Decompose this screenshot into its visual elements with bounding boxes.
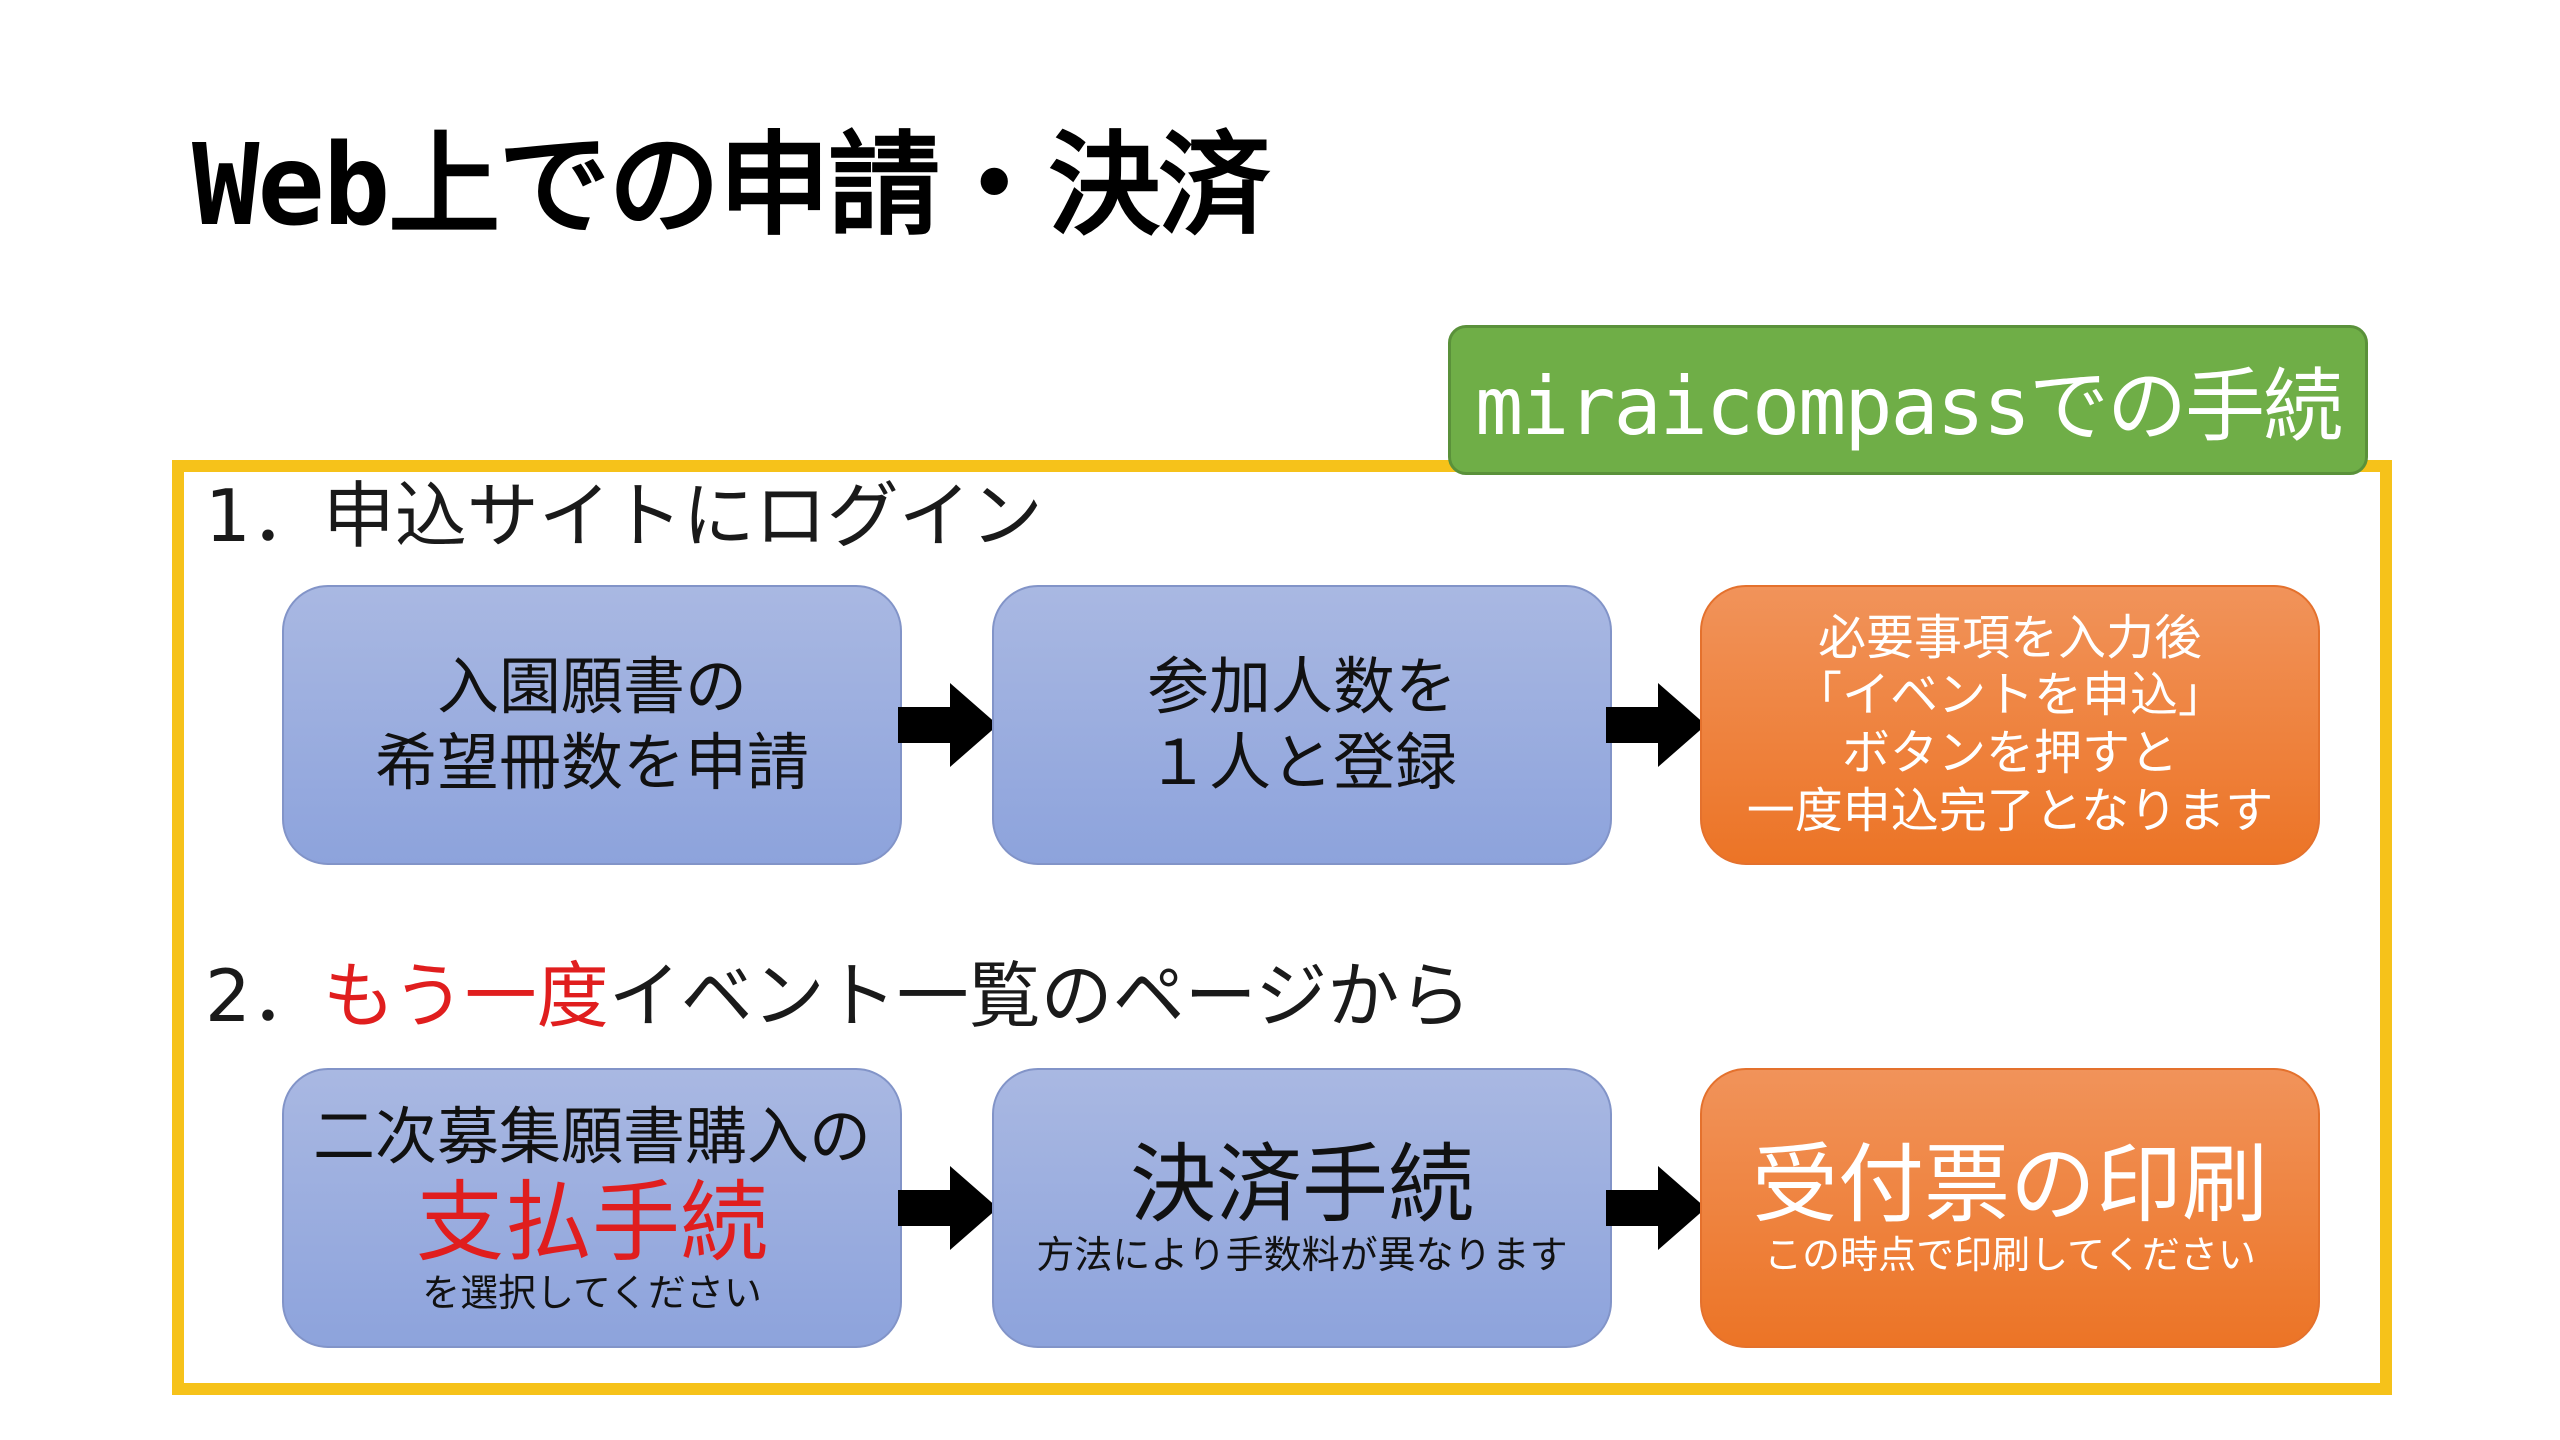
box-text-main: 支払手続 [415, 1170, 768, 1274]
box-text-line: 「イベントを申込」 [1793, 667, 2226, 724]
box-text-sub: この時点で印刷してください [1764, 1232, 2256, 1277]
box-text-line: 入園願書の [436, 650, 747, 724]
step1-box-complete-application: 必要事項を入力後 「イベントを申込」 ボタンを押すと 一度申込完了となります [1700, 585, 2320, 865]
miraicompass-badge: miraicompassでの手続 [1448, 325, 2368, 475]
step2-heading-highlight: もう一度 [322, 954, 609, 1038]
step2-box-payment-procedure: 二次募集願書購入の 支払手続 を選択してください [282, 1068, 902, 1348]
arrow-right-icon [898, 683, 998, 767]
step2-heading-prefix: 2． [205, 954, 323, 1038]
box-text-line: １人と登録 [1146, 726, 1457, 799]
box-text-main: 決済手続 [1130, 1134, 1474, 1235]
step1-box-register-participants: 参加人数を １人と登録 [992, 585, 1612, 865]
arrow-right-icon [1606, 1166, 1706, 1250]
step2-box-print-receipt: 受付票の印刷 この時点で印刷してください [1700, 1068, 2320, 1348]
step2-box-settlement: 決済手続 方法により手数料が異なります [992, 1068, 1612, 1348]
step1-box-request-applications: 入園願書の 希望冊数を申請 [282, 585, 902, 865]
box-text-line: ボタンを押すと [1841, 725, 2178, 781]
box-text-line: 希望冊数を申請 [374, 726, 809, 799]
page-title: Web上での申請・決済 [192, 121, 1270, 251]
box-text-sub: 方法により手数料が異なります [1036, 1232, 1568, 1277]
step1-heading: 1．申込サイトにログイン [205, 474, 1043, 558]
arrow-right-icon [898, 1166, 998, 1250]
box-text-main: 受付票の印刷 [1752, 1134, 2268, 1235]
box-text-line: 一度申込完了となります [1746, 782, 2274, 839]
box-text-line: 参加人数を [1146, 650, 1457, 724]
step2-heading: 2．もう一度イベント一覧のページから [205, 960, 1471, 1032]
step2-heading-suffix: イベント一覧のページから [608, 954, 1472, 1038]
box-text-top: 二次募集願書購入の [312, 1099, 871, 1173]
box-text-line: 必要事項を入力後 [1817, 609, 2202, 666]
arrow-right-icon [1606, 683, 1706, 767]
box-text-sub: を選択してください [422, 1271, 762, 1316]
